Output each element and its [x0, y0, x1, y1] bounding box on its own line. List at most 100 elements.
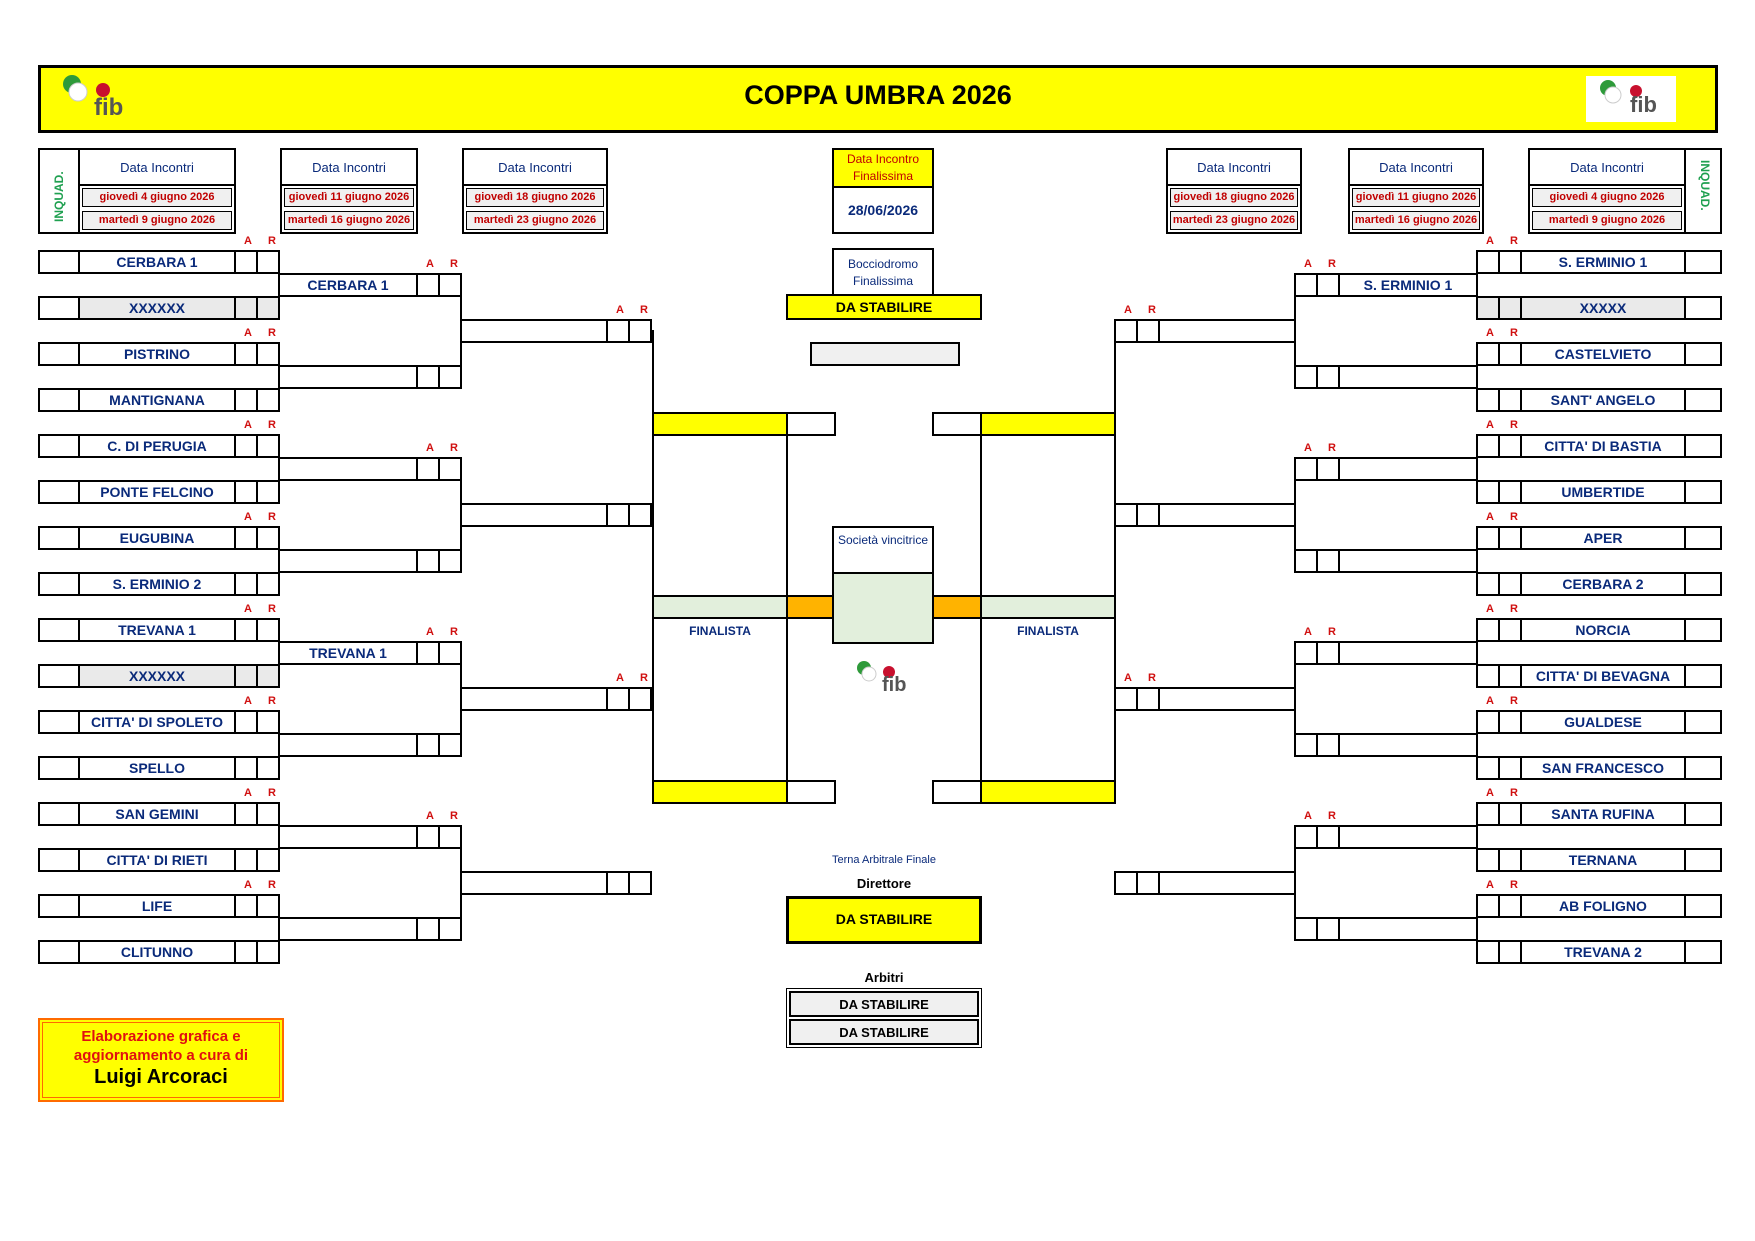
team-slot-r3-right[interactable]: [1158, 319, 1296, 343]
team-slot-right[interactable]: AB FOLIGNO: [1520, 894, 1686, 918]
finalist-slot-right[interactable]: [980, 595, 1116, 619]
score-box-a[interactable]: [1476, 342, 1500, 366]
team-seed-box[interactable]: [38, 894, 80, 918]
finalist-slot-left[interactable]: [652, 595, 788, 619]
score-box-a[interactable]: [234, 710, 258, 734]
score-box-a[interactable]: [1476, 710, 1500, 734]
team-slot-r2-right[interactable]: [1338, 825, 1478, 849]
final-date-box[interactable]: [832, 186, 934, 234]
semifinal-slot-left[interactable]: [652, 780, 788, 804]
score-box-a[interactable]: [1476, 388, 1500, 412]
team-slot-r2-right[interactable]: S. ERMINIO 1: [1338, 273, 1478, 297]
score-box-a[interactable]: [1294, 457, 1318, 481]
score-box-r[interactable]: [1498, 848, 1522, 872]
team-slot-left[interactable]: LIFE: [78, 894, 236, 918]
team-slot-r2-left[interactable]: TREVANA 1: [278, 641, 418, 665]
score-box-r[interactable]: [256, 572, 280, 596]
team-slot-left[interactable]: MANTIGNANA: [78, 388, 236, 412]
score-box-a[interactable]: [1476, 756, 1500, 780]
team-slot-r2-left[interactable]: [278, 733, 418, 757]
score-box-r[interactable]: [256, 480, 280, 504]
team-slot-r3-left[interactable]: [460, 319, 608, 343]
score-box-a[interactable]: [416, 457, 440, 481]
score-box-a[interactable]: [1294, 825, 1318, 849]
team-slot-right[interactable]: CASTELVIETO: [1520, 342, 1686, 366]
team-slot-right[interactable]: SANT' ANGELO: [1520, 388, 1686, 412]
team-seed-box[interactable]: [1684, 388, 1722, 412]
finalist-score-left[interactable]: [786, 595, 836, 619]
team-slot-left[interactable]: CERBARA 1: [78, 250, 236, 274]
score-box-a[interactable]: [1294, 641, 1318, 665]
team-seed-box[interactable]: [38, 618, 80, 642]
semifinal-score-left[interactable]: [786, 780, 836, 804]
score-box-r[interactable]: [1316, 273, 1340, 297]
semifinal-slot-right[interactable]: [980, 412, 1116, 436]
score-box-a[interactable]: [1476, 434, 1500, 458]
team-seed-box[interactable]: [38, 756, 80, 780]
score-box-r[interactable]: [1498, 802, 1522, 826]
score-box-r[interactable]: [256, 342, 280, 366]
arbiter2-box[interactable]: [789, 1019, 979, 1045]
score-box-a[interactable]: [234, 618, 258, 642]
score-box-a[interactable]: [1114, 687, 1138, 711]
score-box-a[interactable]: [606, 871, 630, 895]
team-seed-box[interactable]: [1684, 802, 1722, 826]
score-box-r[interactable]: [1498, 572, 1522, 596]
team-seed-box[interactable]: [1684, 618, 1722, 642]
score-box-a[interactable]: [1476, 664, 1500, 688]
score-box-r[interactable]: [1498, 756, 1522, 780]
team-slot-r2-right[interactable]: [1338, 917, 1478, 941]
score-box-r[interactable]: [256, 710, 280, 734]
team-seed-box[interactable]: [1684, 342, 1722, 366]
team-slot-left[interactable]: PONTE FELCINO: [78, 480, 236, 504]
team-slot-right[interactable]: CERBARA 2: [1520, 572, 1686, 596]
score-box-a[interactable]: [234, 296, 258, 320]
score-box-a[interactable]: [234, 480, 258, 504]
score-box-a[interactable]: [416, 917, 440, 941]
score-box-a[interactable]: [234, 342, 258, 366]
team-seed-box[interactable]: [1684, 296, 1722, 320]
score-box-r[interactable]: [256, 940, 280, 964]
score-box-a[interactable]: [234, 434, 258, 458]
team-slot-left[interactable]: S. ERMINIO 2: [78, 572, 236, 596]
score-box-r[interactable]: [628, 871, 652, 895]
team-seed-box[interactable]: [38, 388, 80, 412]
team-slot-r3-left[interactable]: [460, 871, 608, 895]
team-seed-box[interactable]: [38, 802, 80, 826]
team-slot-left[interactable]: SAN GEMINI: [78, 802, 236, 826]
score-box-a[interactable]: [1114, 503, 1138, 527]
team-slot-left[interactable]: TREVANA 1: [78, 618, 236, 642]
score-box-a[interactable]: [234, 526, 258, 550]
team-slot-r2-right[interactable]: [1338, 365, 1478, 389]
finalist-score-right[interactable]: [932, 595, 982, 619]
score-box-a[interactable]: [1476, 618, 1500, 642]
team-seed-box[interactable]: [1684, 434, 1722, 458]
director-box[interactable]: [786, 896, 982, 944]
team-slot-r2-left[interactable]: [278, 457, 418, 481]
score-box-a[interactable]: [234, 848, 258, 872]
team-seed-box[interactable]: [38, 434, 80, 458]
score-box-a[interactable]: [1476, 480, 1500, 504]
score-box-r[interactable]: [438, 457, 462, 481]
semifinal-score-right[interactable]: [932, 780, 982, 804]
semifinal-slot-left[interactable]: [652, 412, 788, 436]
score-box-r[interactable]: [1136, 871, 1160, 895]
score-box-r[interactable]: [628, 319, 652, 343]
score-box-a[interactable]: [1294, 549, 1318, 573]
team-slot-right[interactable]: SANTA RUFINA: [1520, 802, 1686, 826]
team-seed-box[interactable]: [1684, 572, 1722, 596]
score-box-r[interactable]: [1498, 250, 1522, 274]
team-slot-left[interactable]: PISTRINO: [78, 342, 236, 366]
score-box-r[interactable]: [628, 687, 652, 711]
score-box-r[interactable]: [1316, 641, 1340, 665]
team-seed-box[interactable]: [1684, 756, 1722, 780]
score-box-r[interactable]: [1498, 618, 1522, 642]
team-slot-r3-left[interactable]: [460, 503, 608, 527]
score-box-a[interactable]: [416, 365, 440, 389]
score-box-r[interactable]: [1316, 917, 1340, 941]
score-box-r[interactable]: [628, 503, 652, 527]
score-box-a[interactable]: [1294, 733, 1318, 757]
team-seed-box[interactable]: [38, 526, 80, 550]
score-box-a[interactable]: [416, 825, 440, 849]
team-slot-right[interactable]: SAN FRANCESCO: [1520, 756, 1686, 780]
